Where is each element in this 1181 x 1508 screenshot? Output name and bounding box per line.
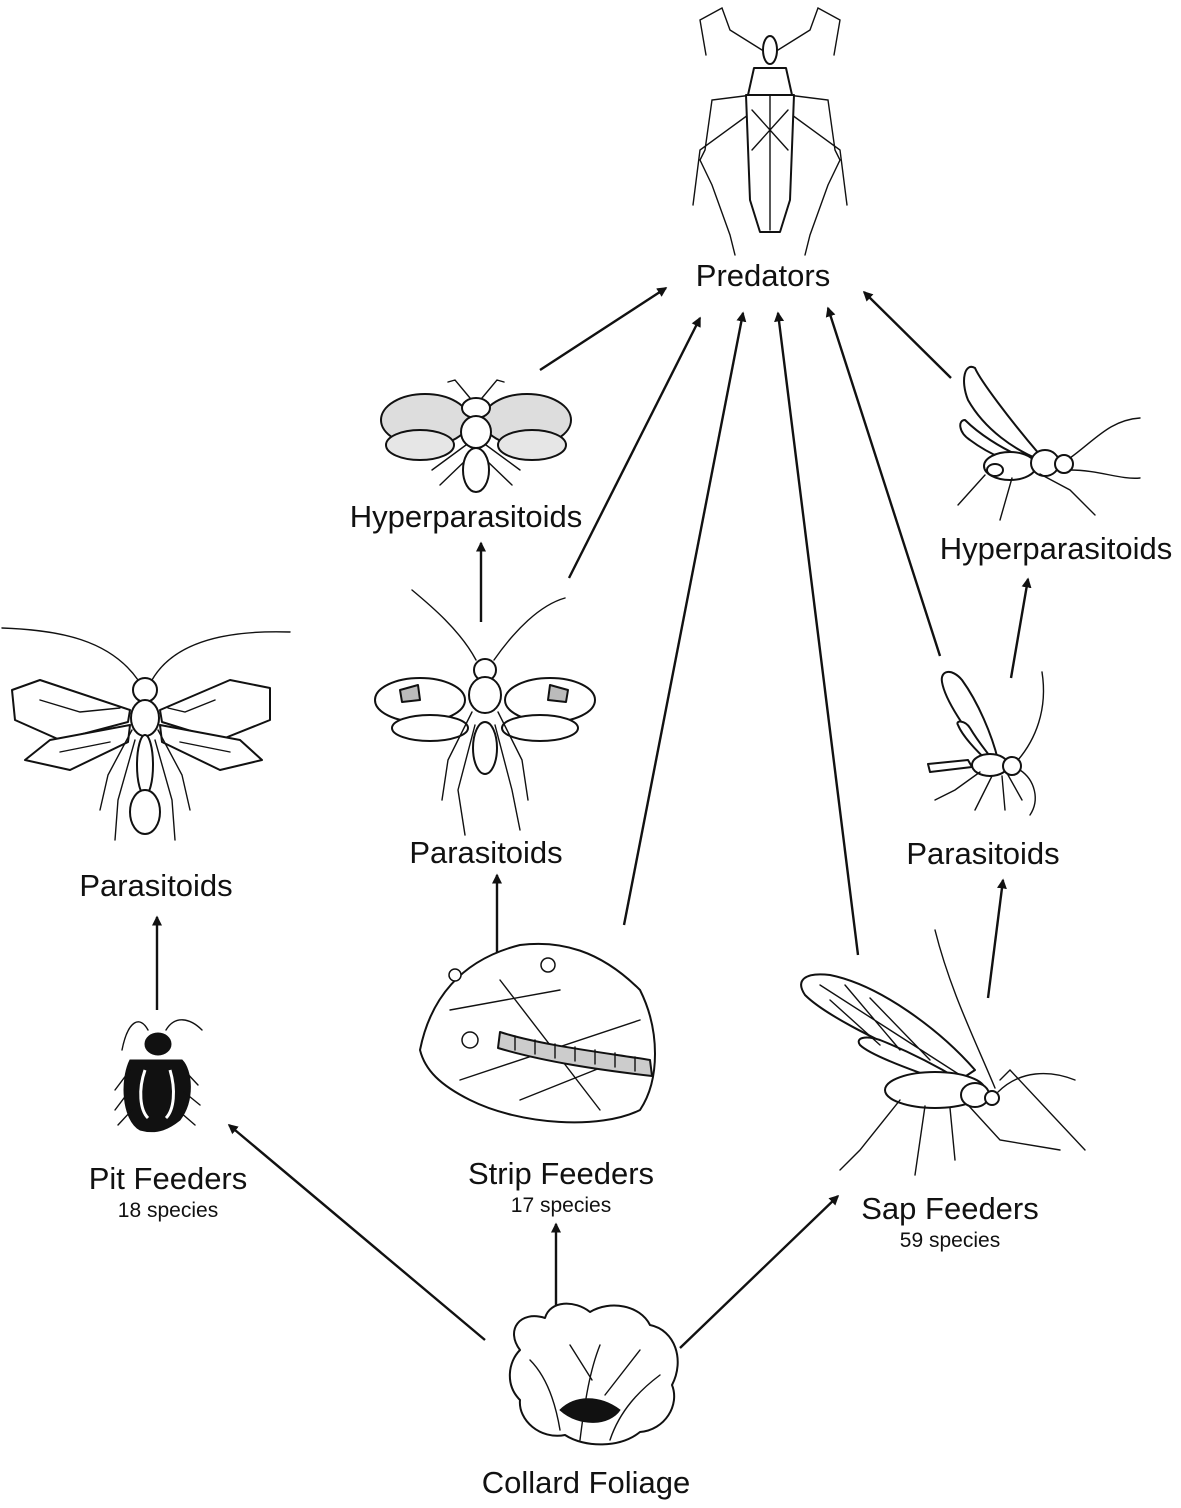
edge-arrows [152, 286, 1032, 1349]
arrow-parasitoids-right-to-predators [825, 306, 942, 657]
aphid-icon [800, 929, 1086, 1176]
arrow-hyperparasitoids-left-to-predators [539, 286, 668, 372]
side-wasp-icon [957, 365, 1141, 521]
sap-feeders-count: 59 species [899, 1229, 1001, 1252]
collard-plant-icon [508, 1302, 679, 1446]
predators-label: Predators [695, 258, 831, 293]
hyperparasitoids-left-label: Hyperparasitoids [349, 499, 583, 534]
strip-feeders-label: Strip Feeders [467, 1156, 655, 1191]
arrow-hyperparasitoids-right-to-predators [862, 290, 952, 379]
parasitoids-left-label: Parasitoids [79, 868, 233, 903]
parasitoids-right-label: Parasitoids [906, 836, 1060, 871]
strip-feeders-count: 17 species [510, 1194, 612, 1217]
arrow-strip-feeders-to-predators [622, 311, 747, 926]
parasitoids-center-label: Parasitoids [409, 835, 563, 870]
pit-feeders-count: 18 species [117, 1199, 219, 1222]
collard-foliage-label: Collard Foliage [481, 1465, 691, 1500]
arrow-sap-feeders-to-predators [774, 311, 860, 956]
aphid-wasp-icon [927, 671, 1045, 816]
flea-beetle-icon [114, 1019, 203, 1133]
hyperparasitoids-right-label: Hyperparasitoids [939, 531, 1173, 566]
arrow-sap-feeders-to-parasitoids [986, 878, 1007, 999]
ichneumon-wasp-icon [1, 627, 291, 841]
arrow-parasitoids-center-to-predators [567, 316, 702, 579]
arrow-parasitoids-right-to-hyperparasitoids [1009, 577, 1032, 679]
sap-feeders-label: Sap Feeders [861, 1191, 1039, 1226]
assassin-bug-icon [692, 6, 848, 256]
small-wasp-icon [380, 379, 572, 493]
caterpillar-on-leaf-icon [419, 942, 656, 1124]
arrow-foliage-to-sap-feeders [679, 1194, 840, 1349]
pit-feeders-label: Pit Feeders [88, 1161, 248, 1196]
braconid-wasp-icon [374, 589, 596, 836]
arrow-foliage-to-pit-feeders [227, 1124, 486, 1341]
